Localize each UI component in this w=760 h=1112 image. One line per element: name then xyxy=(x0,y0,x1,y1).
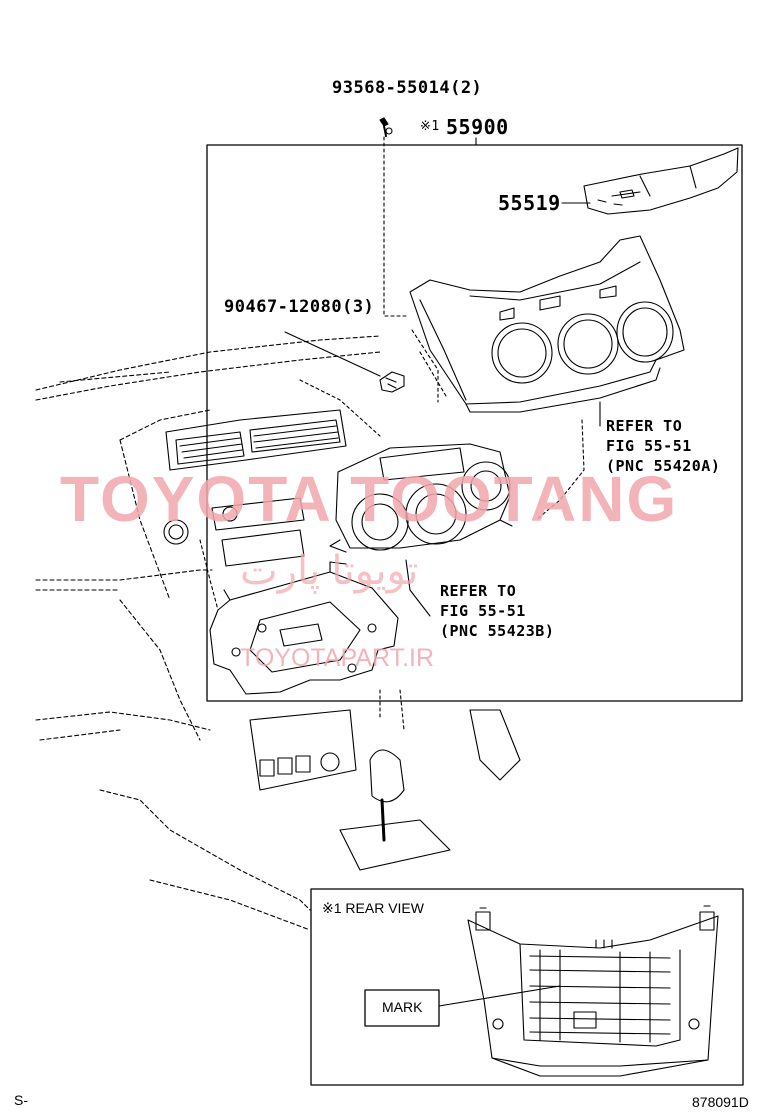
label-ref-b-1: REFER TO xyxy=(440,582,517,600)
label-main-assembly: 55900 xyxy=(446,115,509,139)
label-main-assembly-mark: ※1 xyxy=(420,119,440,134)
watermark-main: TOYOTA TOOTANG xyxy=(60,463,679,535)
clip-icon xyxy=(379,371,405,393)
leader-screw xyxy=(383,136,410,317)
label-ref-b-3: (PNC 55423B) xyxy=(440,622,555,640)
lower-bracket xyxy=(209,561,399,695)
footer-right: 878091D xyxy=(692,1094,749,1110)
label-ref-a-1: REFER TO xyxy=(606,417,683,435)
rear-view-frame xyxy=(310,888,744,1086)
rear-view-panel xyxy=(467,905,719,1077)
label-ref-a-3: (PNC 55420A) xyxy=(606,457,721,475)
label-bezel-part: 55519 xyxy=(498,191,561,215)
assembly-frame xyxy=(206,144,743,702)
watermark-url: TOYOTAPART.IR xyxy=(240,644,435,672)
dashboard-outline xyxy=(35,335,381,931)
center-vents xyxy=(163,409,347,567)
label-rear-view-title: ※1 REAR VIEW xyxy=(322,900,424,916)
mark-box xyxy=(364,989,440,1027)
watermark-persian: تویوتا پارت xyxy=(240,549,419,593)
footer-left: S- xyxy=(14,1092,28,1108)
leader-90467 xyxy=(284,331,381,377)
climate-control-unit xyxy=(329,443,513,553)
bezel-55519 xyxy=(583,147,739,215)
center-console xyxy=(249,689,521,871)
label-ref-a-2: FIG 55-51 xyxy=(606,437,692,455)
screw-icon xyxy=(379,117,393,137)
upper-panel xyxy=(409,235,685,413)
label-clip-part: 90467-12080(3) xyxy=(224,297,375,317)
label-ref-b-2: FIG 55-51 xyxy=(440,602,526,620)
label-screw-part: 93568-55014(2) xyxy=(332,78,483,98)
leader-mark xyxy=(438,985,561,1007)
label-mark: MARK xyxy=(382,999,423,1015)
